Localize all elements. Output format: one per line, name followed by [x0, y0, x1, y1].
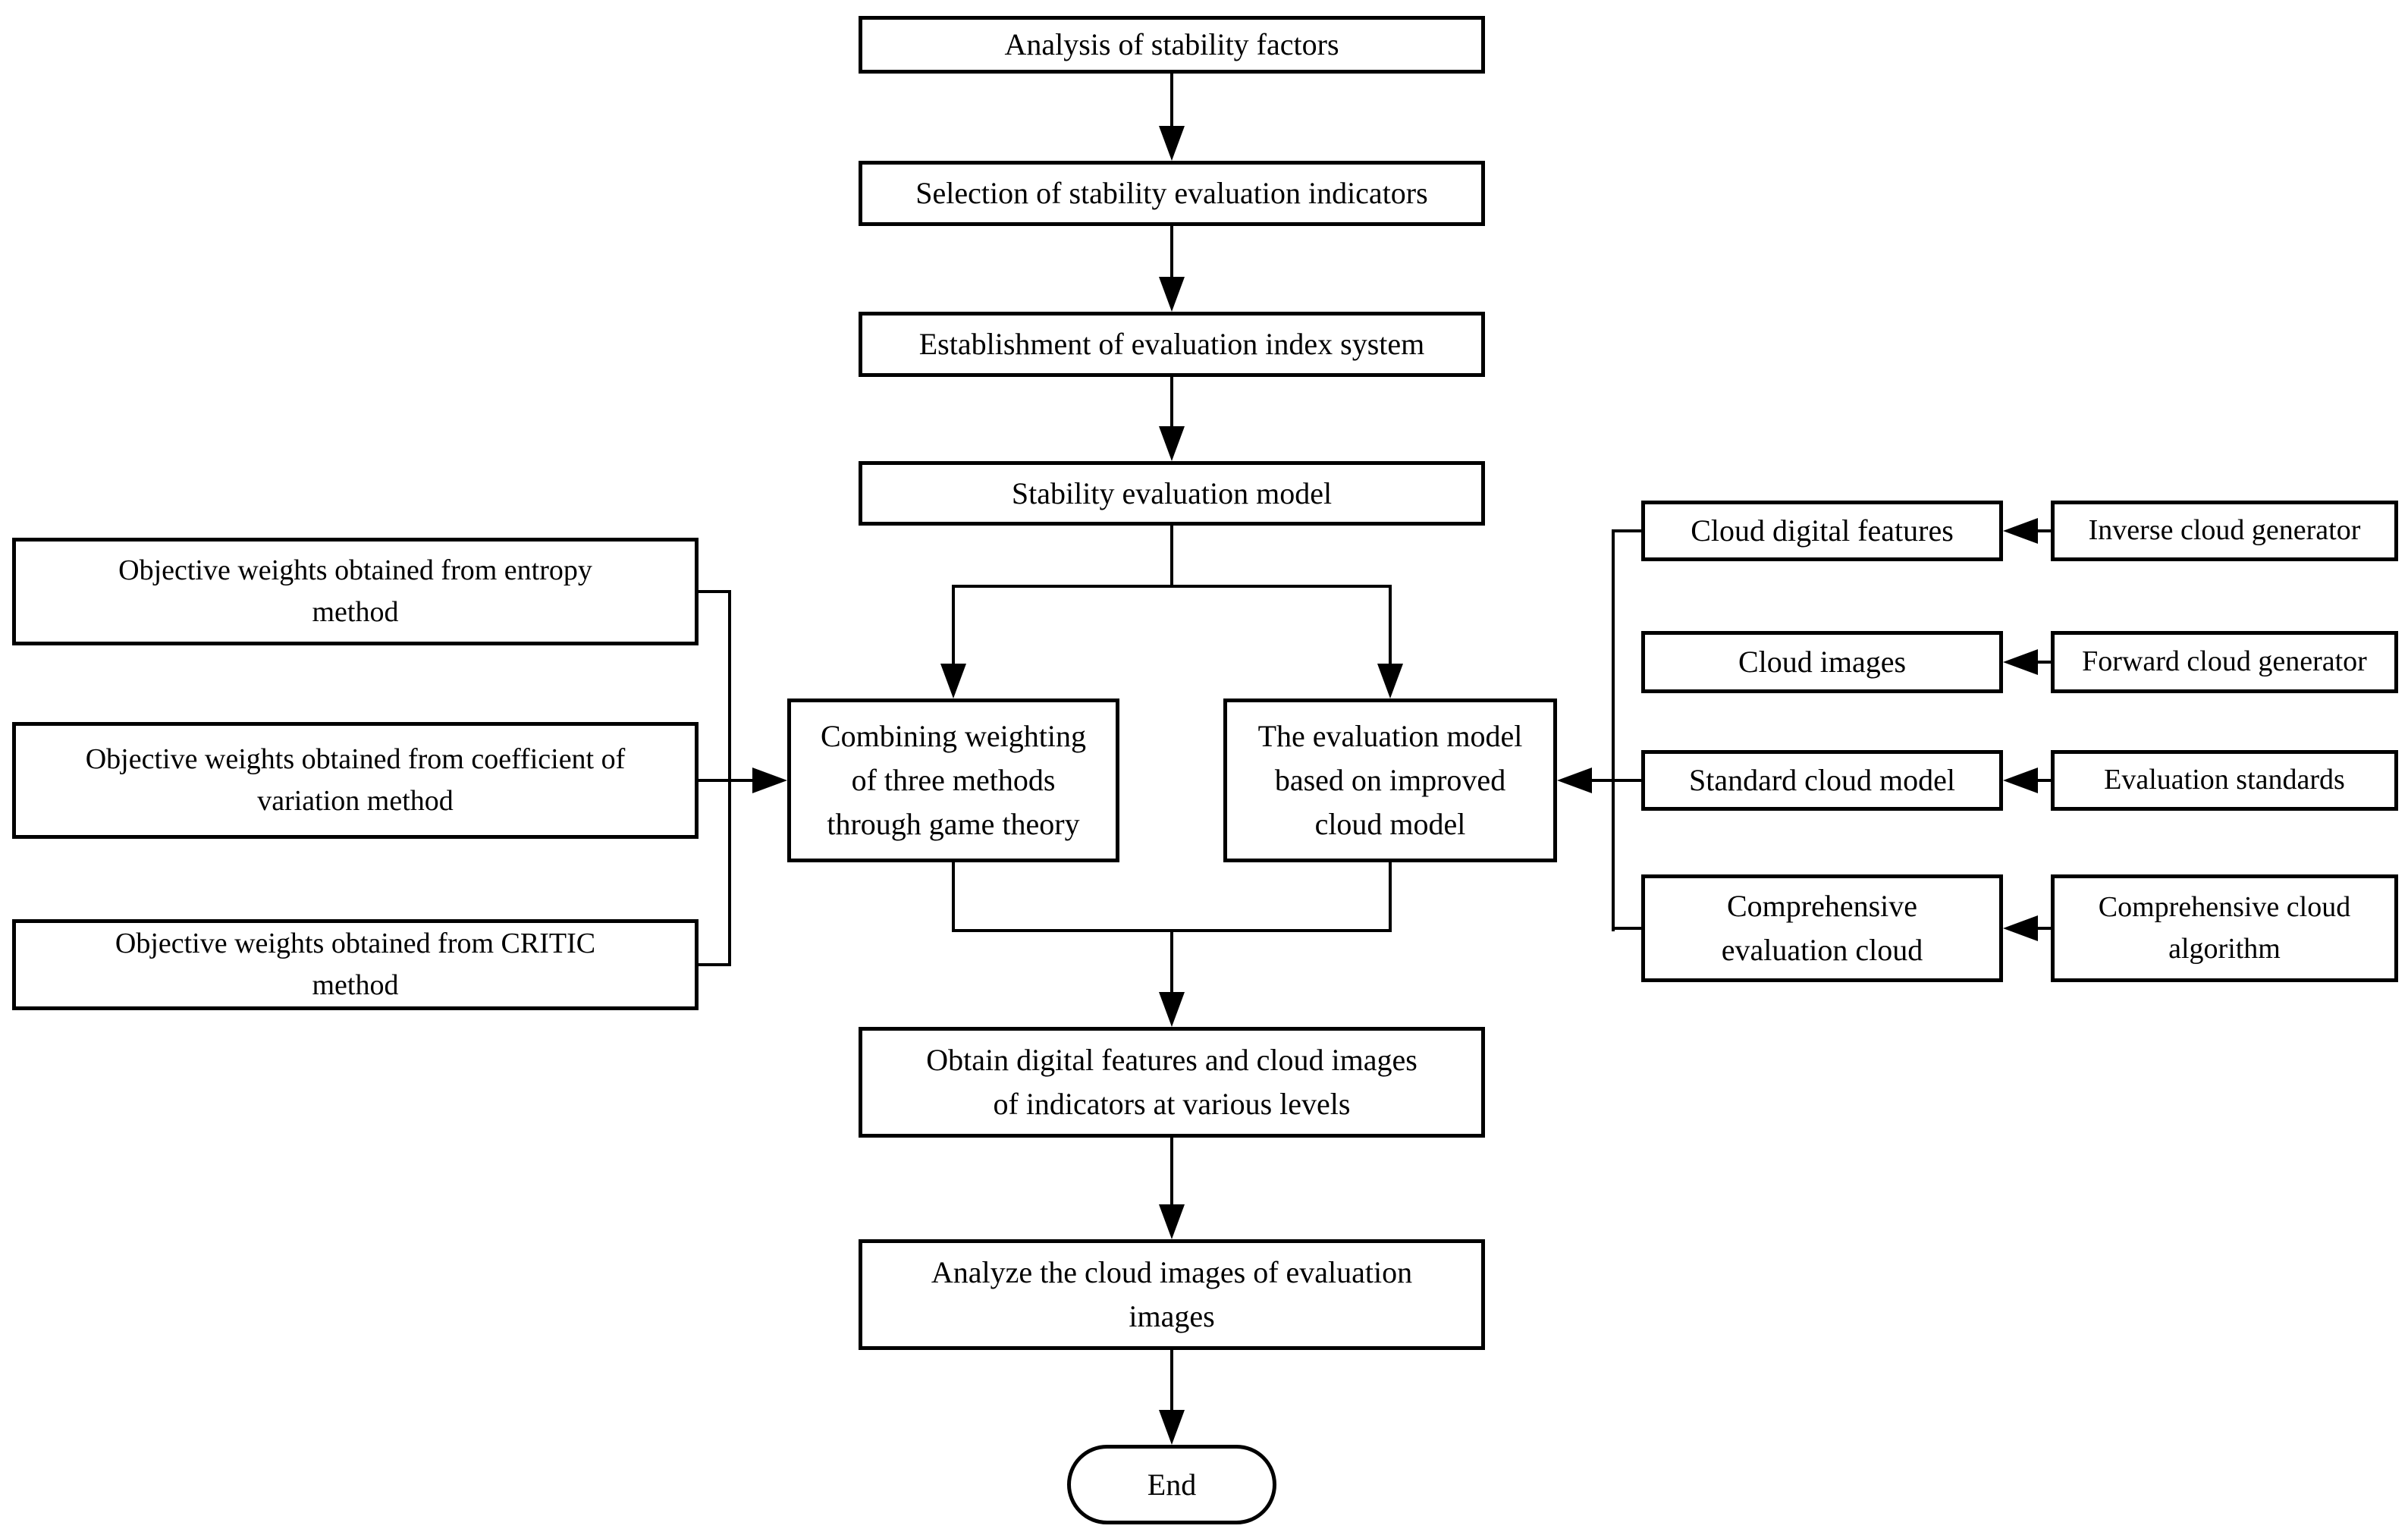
arrowhead-down-icon [940, 664, 966, 699]
arrowhead-left-icon [2003, 518, 2038, 544]
arrowhead-left-icon [2003, 649, 2038, 675]
node-comprehensive-cloud-algorithm: Comprehensive cloud algorithm [2051, 874, 2398, 982]
arrowhead-down-icon [1159, 992, 1185, 1027]
connector-comprehensive-stub [1612, 927, 1643, 930]
node-analyze-cloud-images: Analyze the cloud images of evaluation i… [859, 1239, 1485, 1350]
node-establishment-of-index-system: Establishment of evaluation index system [859, 312, 1485, 377]
node-entropy-method-weights: Objective weights obtained from entropy … [12, 538, 699, 645]
node-obtain-digital-features: Obtain digital features and cloud images… [859, 1027, 1485, 1138]
arrowhead-down-icon [1159, 277, 1185, 312]
node-evaluation-standards: Evaluation standards [2051, 750, 2398, 811]
node-forward-cloud-generator: Forward cloud generator [2051, 631, 2398, 693]
connector-algorithm-to-comprehensive [2038, 927, 2052, 930]
connector-features-stub [1612, 529, 1643, 532]
arrowhead-left-icon [1557, 768, 1592, 793]
connector-forward-to-images [2038, 661, 2052, 664]
connector-merge-to-obtain [1170, 929, 1173, 992]
connector-bus-to-cloud-model [1592, 779, 1643, 782]
connector-right-bus [1612, 529, 1615, 931]
connector-left-bus [728, 590, 731, 966]
connector-split-to-combining [952, 585, 955, 664]
node-end-terminator: End [1067, 1445, 1276, 1524]
connector-establishment-to-model [1170, 377, 1173, 427]
node-critic-method-weights: Objective weights obtained from CRITIC m… [12, 919, 699, 1010]
connector-analyze-to-end [1170, 1350, 1173, 1410]
connector-cloud-model-drop [1389, 862, 1392, 932]
node-stability-evaluation-model: Stability evaluation model [859, 461, 1485, 526]
node-game-theory-combining-weighting: Combining weighting of three methods thr… [787, 699, 1119, 862]
connector-split-to-cloud-model [1389, 585, 1392, 664]
node-inverse-cloud-generator: Inverse cloud generator [2051, 501, 2398, 561]
arrowhead-down-icon [1159, 126, 1185, 161]
arrowhead-down-icon [1159, 1410, 1185, 1445]
node-comprehensive-evaluation-cloud: Comprehensive evaluation cloud [1641, 874, 2003, 982]
arrowhead-down-icon [1159, 1204, 1185, 1239]
connector-analysis-to-selection [1170, 74, 1173, 127]
connector-obtain-to-analyze [1170, 1138, 1173, 1204]
node-selection-of-evaluation-indicators: Selection of stability evaluation indica… [859, 161, 1485, 226]
arrowhead-left-icon [2003, 915, 2038, 941]
arrowhead-left-icon [2003, 768, 2038, 793]
connector-combining-drop [952, 862, 955, 932]
node-analysis-of-stability-factors: Analysis of stability factors [859, 16, 1485, 74]
node-cloud-digital-features: Cloud digital features [1641, 501, 2003, 561]
node-cloud-images: Cloud images [1641, 631, 2003, 693]
arrowhead-right-icon [752, 768, 787, 793]
connector-model-split-bus [952, 585, 1392, 588]
connector-selection-to-establishment [1170, 226, 1173, 278]
arrowhead-down-icon [1377, 664, 1403, 699]
node-standard-cloud-model: Standard cloud model [1641, 750, 2003, 811]
connector-entropy-stub [695, 590, 731, 593]
connector-model-split-stem [1170, 526, 1173, 588]
connector-inverse-to-features [2038, 529, 2052, 532]
connector-standards-to-standard-model [2038, 779, 2052, 782]
connector-weights-to-combining [695, 779, 752, 782]
connector-critic-stub [695, 963, 731, 966]
arrowhead-down-icon [1159, 426, 1185, 461]
node-coefficient-of-variation-weights: Objective weights obtained from coeffici… [12, 722, 699, 839]
node-improved-cloud-model: The evaluation model based on improved c… [1223, 699, 1557, 862]
